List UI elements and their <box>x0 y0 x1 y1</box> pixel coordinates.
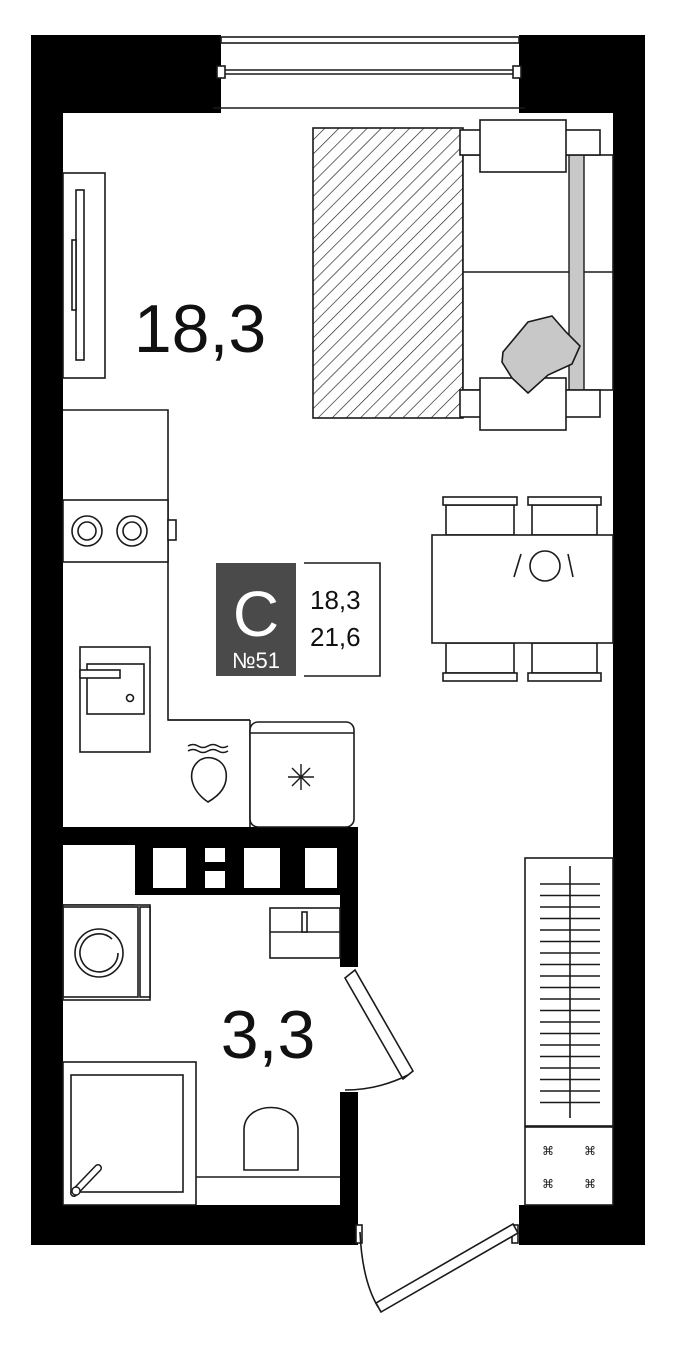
svg-text:⌘: ⌘ <box>542 1177 554 1191</box>
dining-table <box>431 496 614 682</box>
burner-icon <box>116 515 148 547</box>
wall-bottom-right <box>519 1205 645 1245</box>
pillow-icon <box>501 315 581 395</box>
wall-right <box>613 35 645 1245</box>
svg-text:⌘: ⌘ <box>584 1177 596 1191</box>
wardrobe <box>62 172 106 379</box>
toilet <box>243 1106 299 1171</box>
snowflake-icon <box>288 764 314 790</box>
shower-head-icon <box>70 1164 102 1197</box>
wall-bottom-left <box>31 1205 358 1245</box>
fridge <box>249 721 355 828</box>
apartment-number: №51 <box>232 648 280 673</box>
apartment-badge: С №51 18,3 21,6 <box>216 562 381 677</box>
wall-left <box>31 35 63 1245</box>
bed-blanket <box>312 127 464 419</box>
bathroom-fixtures <box>62 904 341 1206</box>
vase-icon <box>529 550 561 582</box>
total-area-value: 21,6 <box>310 622 361 652</box>
main-room-area: 18,3 <box>134 291 266 367</box>
svg-text:⌘: ⌘ <box>542 1144 554 1158</box>
burner-icon <box>71 515 103 547</box>
wall-bath-right-lower <box>340 1092 358 1245</box>
bathroom-sink <box>269 907 341 959</box>
entrance-door <box>355 1222 520 1314</box>
boiler-icon <box>190 756 228 803</box>
fan-icon: ⌘ ⌘ ⌘ ⌘ <box>542 1144 596 1191</box>
kitchen <box>62 409 355 828</box>
bathroom-area: 3,3 <box>221 997 316 1073</box>
badge-background <box>216 563 296 676</box>
washing-machine <box>62 904 151 1001</box>
radiator-fins <box>540 883 600 1104</box>
kitchen-sink <box>79 646 151 753</box>
window-top <box>213 36 525 109</box>
living-area-value: 18,3 <box>310 585 361 615</box>
svg-text:⌘: ⌘ <box>584 1144 596 1158</box>
apartment-type-letter: С <box>233 578 279 650</box>
wall-bath-right-upper <box>340 827 358 967</box>
bathroom-walls <box>63 827 358 1245</box>
bathroom-door <box>343 968 415 1091</box>
radiator: ⌘ ⌘ ⌘ ⌘ <box>524 857 614 1206</box>
bed <box>312 119 614 431</box>
exterior-walls <box>31 35 645 1245</box>
